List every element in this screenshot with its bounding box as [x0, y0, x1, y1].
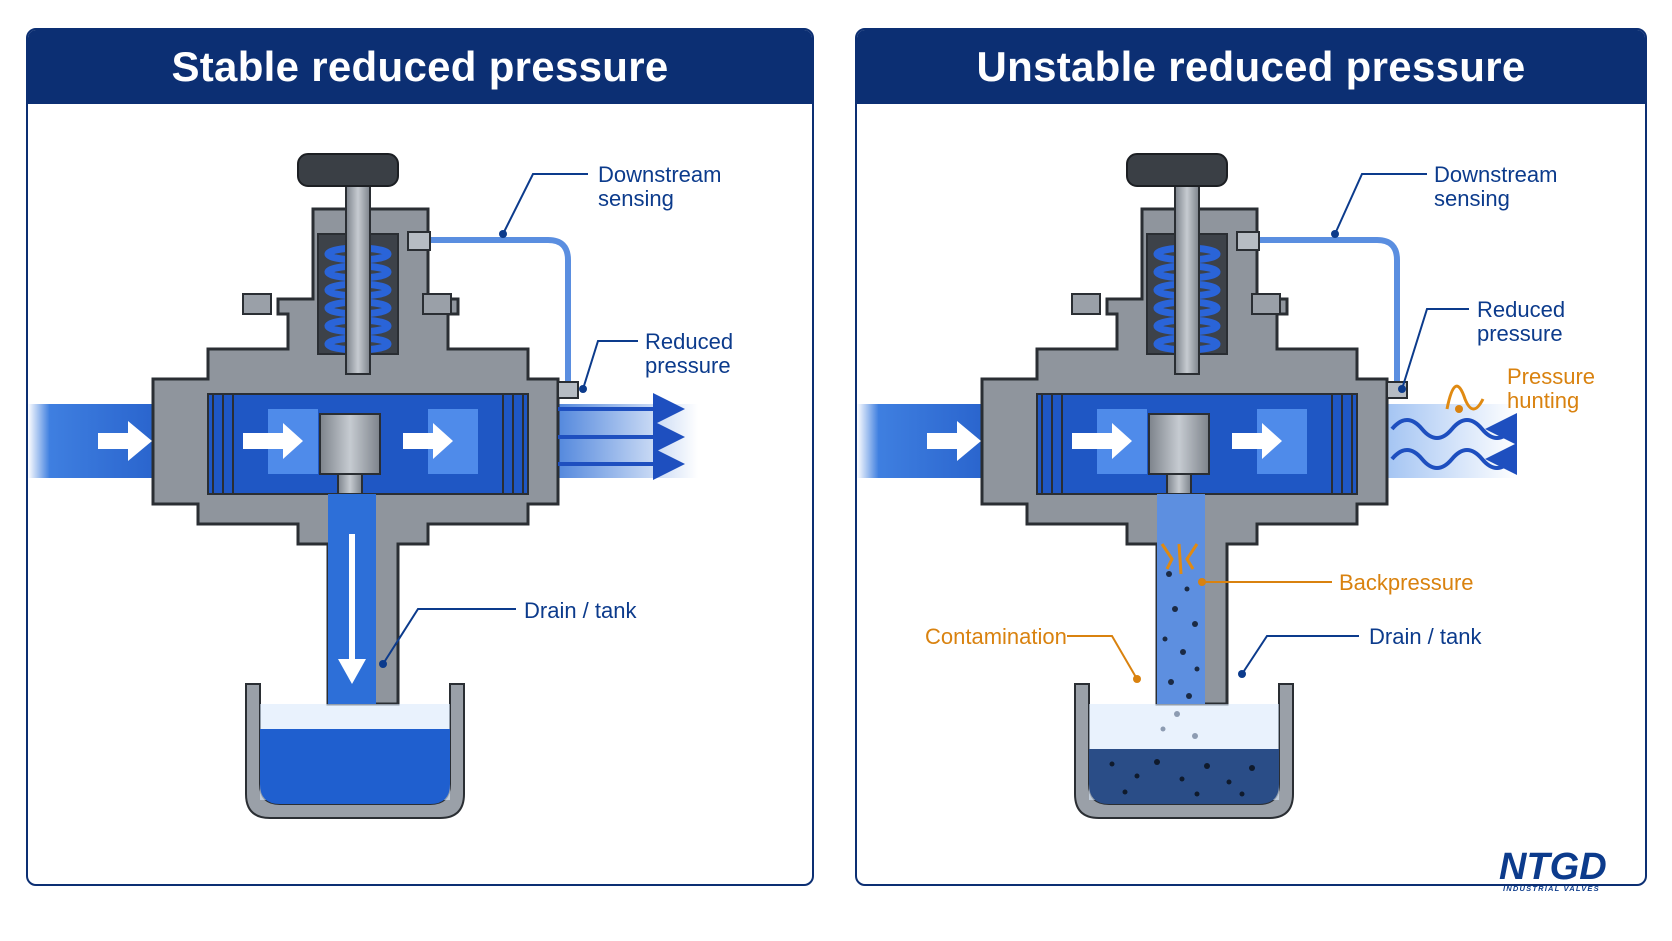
spool	[1148, 413, 1210, 475]
unstable-outlet-waves	[1390, 413, 1517, 475]
sensing-leader	[1334, 173, 1427, 235]
sensing-line	[423, 237, 571, 384]
logo-tagline: INDUSTRIAL VALVES	[1503, 884, 1600, 893]
downstream-sensing-label: Downstream	[598, 162, 721, 187]
drain-tank-label: Drain / tank	[1369, 624, 1482, 649]
backpressure-spikes	[1160, 543, 1199, 575]
reduced-leader	[582, 340, 638, 390]
backpressure-label: Backpressure	[1339, 570, 1474, 595]
stable-panel-title: Stable reduced pressure	[28, 30, 812, 104]
reduced-pressure-label: Reduced	[1477, 297, 1565, 322]
downstream-sensing-label-2: sensing	[1434, 186, 1510, 211]
contaminated-drain-flow	[1157, 494, 1205, 704]
pressure-hunting-label-2: hunting	[1507, 388, 1579, 413]
unstable-pressure-panel: Unstable reduced pressure	[855, 28, 1647, 886]
reduced-leader	[1401, 308, 1469, 390]
reduced-pressure-label: Reduced	[645, 329, 733, 354]
drain-leader	[1241, 635, 1359, 675]
spool	[319, 413, 381, 475]
drain-leader	[382, 608, 516, 665]
valve-stem	[1174, 173, 1200, 375]
inlet-flow-arrow	[927, 421, 981, 461]
unstable-panel-title: Unstable reduced pressure	[857, 30, 1645, 104]
body-flow-arrow-1	[1072, 423, 1132, 459]
downstream-sensing-label: Downstream	[1434, 162, 1557, 187]
drain-tank-label: Drain / tank	[524, 598, 637, 623]
drain-arrow	[338, 659, 366, 684]
body-flow-arrow-2	[1232, 423, 1282, 459]
downstream-sensing-label-2: sensing	[598, 186, 674, 211]
sensing-line	[1252, 237, 1400, 384]
drain-tank	[1074, 683, 1294, 819]
drain-tank	[245, 683, 465, 819]
sensing-leader	[502, 173, 588, 235]
reduced-pressure-label-2: pressure	[1477, 321, 1563, 346]
unstable-valve-diagram: Downstream sensing Reduced pressure Pres…	[857, 153, 1595, 819]
valve-stem	[345, 173, 371, 375]
contamination-label: Contamination	[925, 624, 1067, 649]
ntgd-logo: NTGD INDUSTRIAL VALVES	[1499, 846, 1607, 893]
inlet-flow-arrow	[98, 421, 152, 461]
contamination-leader	[1067, 635, 1138, 680]
pressure-hunting-icon	[1445, 384, 1485, 411]
pressure-hunting-label: Pressure	[1507, 364, 1595, 389]
adjusting-knob	[297, 153, 399, 187]
logo-brand: NTGD	[1499, 846, 1607, 888]
outlet-flow-arrows	[558, 393, 685, 480]
body-flow-arrow-2	[403, 423, 453, 459]
stable-valve-diagram: Downstream sensing Reduced pressure Drai…	[28, 153, 733, 819]
contamination-particles	[1160, 571, 1200, 739]
adjusting-knob	[1126, 153, 1228, 187]
reduced-pressure-label-2: pressure	[645, 353, 731, 378]
body-flow-arrow-1	[243, 423, 303, 459]
stable-pressure-panel: Stable reduced pressure	[26, 28, 814, 886]
